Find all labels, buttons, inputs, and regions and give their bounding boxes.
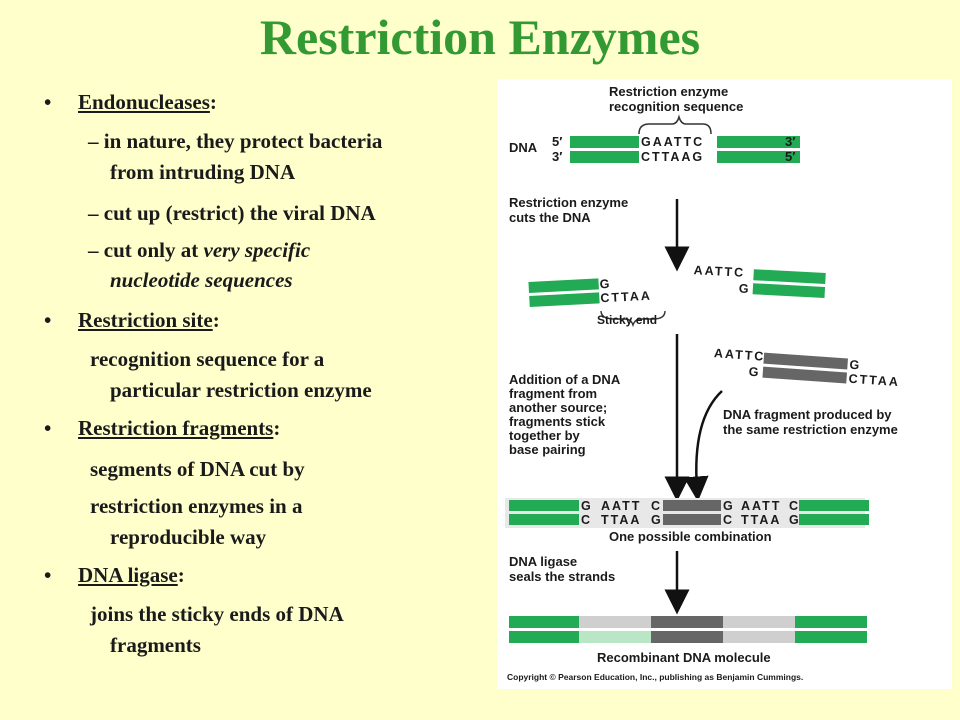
right-fragment: AATTC G — [693, 263, 826, 298]
dna-ligase-heading: DNA ligase — [78, 563, 178, 587]
svg-text:G: G — [789, 513, 801, 527]
addition-line3: another source; — [509, 400, 607, 415]
bullet-dna-ligase: • DNA ligase: — [44, 563, 185, 587]
ligase-line2: fragments — [110, 633, 201, 657]
recognition-label-1: Restriction enzyme — [609, 84, 728, 99]
recognition-label-2: recognition sequence — [609, 99, 743, 114]
foreign-fragment: AATTC G G CTTAA — [714, 346, 901, 390]
addition-line4: fragments stick — [509, 414, 606, 429]
ligase-label-2: seals the strands — [509, 569, 615, 584]
produced-line1: DNA fragment produced by — [723, 407, 892, 422]
cuts-label-2: cuts the DNA — [509, 210, 591, 225]
svg-text:AATTC: AATTC — [714, 346, 766, 364]
svg-text:C: C — [581, 513, 592, 527]
svg-text:G: G — [849, 358, 862, 373]
addition-line1: Addition of a DNA — [509, 372, 621, 387]
svg-text:AATT: AATT — [741, 499, 781, 513]
svg-text:CTTAA: CTTAA — [600, 289, 652, 306]
figure-svg: Restriction enzyme recognition sequence … — [505, 84, 901, 682]
bullet-endonucleases: • Endonucleases: — [44, 90, 217, 114]
site-line1: recognition sequence for a — [90, 347, 325, 371]
ligase-line1: joins the sticky ends of DNA — [90, 602, 344, 626]
recombinant-label: Recombinant DNA molecule — [597, 650, 771, 665]
svg-text:G: G — [748, 365, 761, 380]
svg-text:TTAA: TTAA — [601, 513, 641, 527]
bullet-restriction-site: • Restriction site: — [44, 308, 220, 332]
bottom-sequence: CTTAAG — [641, 150, 704, 164]
endo-sub2: – cut up (restrict) the viral DNA — [88, 201, 376, 225]
svg-text:G: G — [581, 499, 593, 513]
restriction-site-heading: Restriction site — [78, 308, 213, 332]
svg-text:AATTC: AATTC — [693, 263, 745, 280]
dna-label: DNA — [509, 140, 538, 155]
svg-text:TTAA: TTAA — [741, 513, 781, 527]
sticky-end-brace — [600, 310, 666, 328]
addition-line5: together by — [509, 428, 581, 443]
five-prime-left: 5′ — [552, 134, 562, 149]
addition-line2: fragment from — [509, 386, 597, 401]
svg-text:C: C — [789, 499, 800, 513]
svg-text:AATT: AATT — [601, 499, 641, 513]
frag-line1: segments of DNA cut by — [90, 457, 305, 481]
addition-line6: base pairing — [509, 442, 586, 457]
restriction-fragments-heading: Restriction fragments — [78, 416, 274, 440]
svg-text:CTTAA: CTTAA — [848, 372, 900, 390]
endo-sub3-line1: – cut only at very specific — [88, 238, 311, 262]
copyright-text: Copyright © Pearson Education, Inc., pub… — [507, 672, 803, 682]
frag-line2: restriction enzymes in a — [90, 494, 303, 518]
svg-text:G: G — [723, 499, 735, 513]
ligase-label-1: DNA ligase — [509, 554, 577, 569]
fragment-arrow — [683, 390, 723, 502]
endonucleases-heading: Endonucleases — [78, 90, 210, 114]
slide-title: Restriction Enzymes — [259, 9, 701, 65]
bullet-restriction-fragments: • Restriction fragments: — [44, 416, 281, 440]
endo-sub3-line2: nucleotide sequences — [110, 268, 293, 292]
left-fragment: G CTTAA — [528, 277, 652, 308]
produced-line2: the same restriction enzyme — [723, 422, 898, 437]
svg-text:G: G — [651, 513, 663, 527]
cuts-label-1: Restriction enzyme — [509, 195, 628, 210]
svg-text:G: G — [738, 281, 750, 296]
endo-sub1-line2: from intruding DNA — [110, 160, 296, 184]
svg-text:G: G — [599, 277, 611, 292]
three-prime-right: 3′ — [785, 134, 795, 149]
site-line2: particular restriction enzyme — [110, 378, 372, 402]
restriction-enzyme-figure: Restriction enzyme recognition sequence … — [497, 79, 952, 689]
five-prime-right: 5′ — [785, 149, 795, 164]
three-prime-left: 3′ — [552, 149, 562, 164]
recognition-brace — [638, 114, 712, 135]
top-sequence: GAATTC — [641, 135, 704, 149]
endo-sub1-line1: – in nature, they protect bacteria — [88, 129, 383, 153]
frag-line3: reproducible way — [110, 525, 267, 549]
sticky-end-label: Sticky end — [597, 313, 657, 327]
svg-text:C: C — [723, 513, 734, 527]
combination-molecule: G AATT C G AATT C C TTAA G C TTAA G — [505, 498, 869, 528]
recombinant-molecule — [509, 616, 867, 643]
one-possible-label: One possible combination — [609, 529, 772, 544]
svg-text:C: C — [651, 499, 662, 513]
